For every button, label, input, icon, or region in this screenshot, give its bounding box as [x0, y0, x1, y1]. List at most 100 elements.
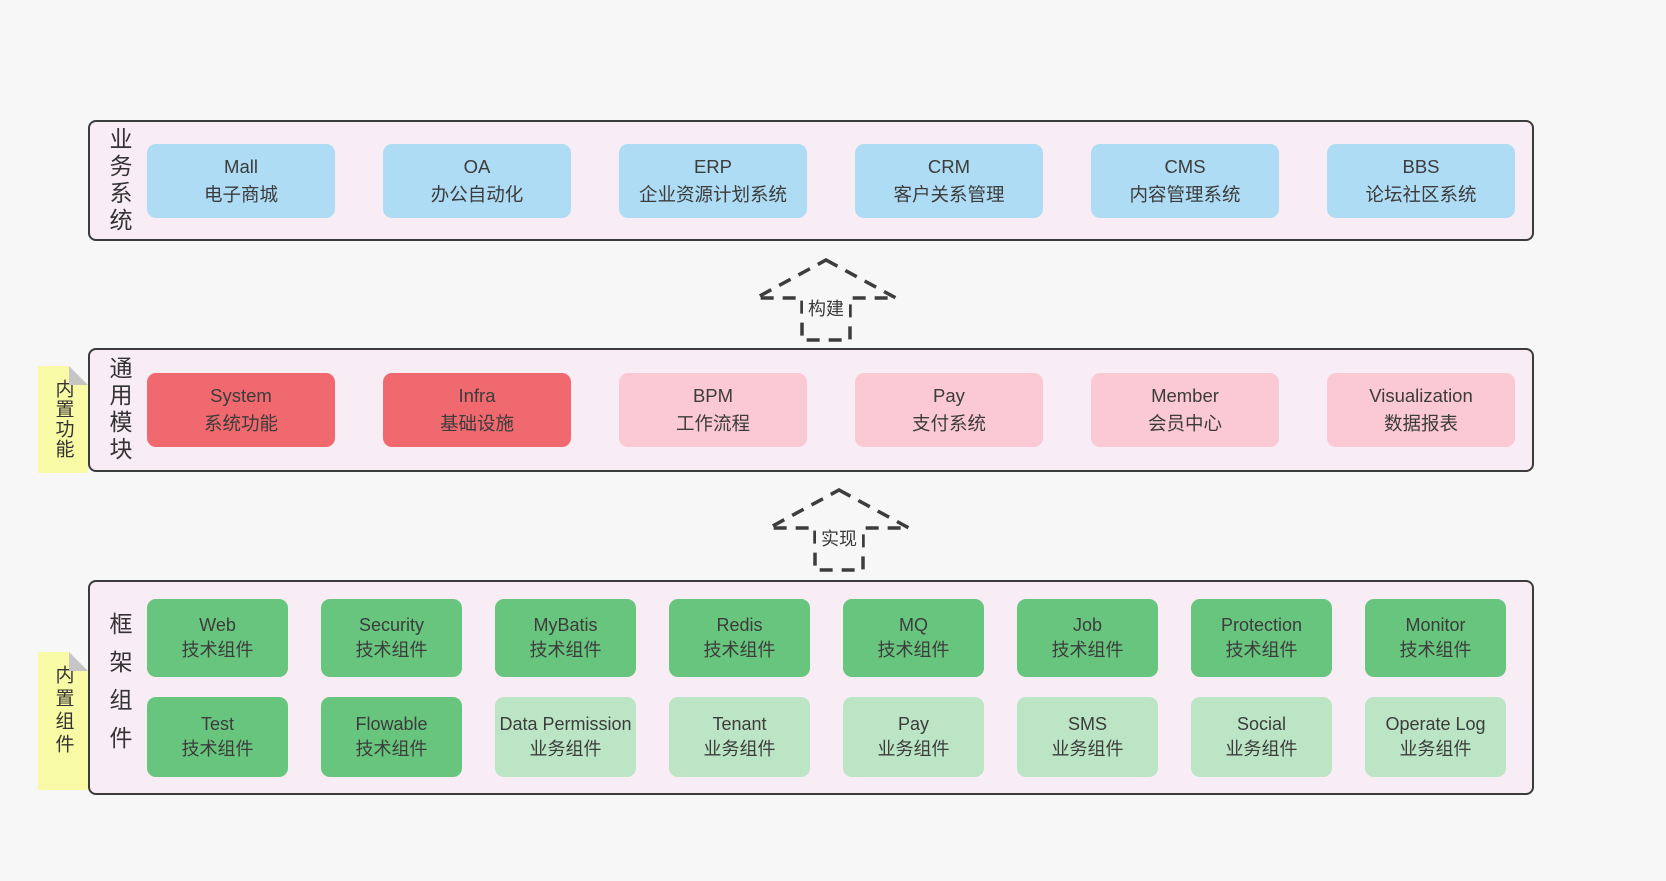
box-social: Social 业务组件 — [1191, 696, 1332, 777]
components-row-1: Web 技术组件 Security 技术组件 MyBatis 技术组件 Redi… — [147, 598, 1506, 677]
box-subtitle: 技术组件 — [1225, 639, 1298, 660]
modules-box-row: System 系统功能 Infra 基础设施 BPM 工作流程 Pay 支付系统… — [147, 373, 1515, 447]
sticky-tag-built-in-components: 内置组件 — [38, 652, 88, 790]
box-mall: Mall 电子商城 — [147, 143, 335, 218]
implement-arrow: 实现 — [766, 487, 912, 573]
box-subtitle: 技术组件 — [355, 738, 428, 759]
box-title: Test — [200, 713, 234, 734]
box-subtitle: 技术组件 — [1051, 639, 1124, 660]
dashed-up-arrow-icon — [768, 488, 910, 572]
box-erp: ERP 企业资源计划系统 — [619, 143, 807, 218]
box-subtitle: 支付系统 — [911, 413, 986, 434]
box-protection: Protection 技术组件 — [1191, 598, 1332, 677]
box-subtitle: 会员中心 — [1147, 413, 1222, 434]
box-title: Infra — [458, 385, 496, 407]
box-title: Mall — [224, 155, 258, 177]
layer-components-label: 框架组件 — [106, 611, 132, 764]
box-data-permission: Data Permission 业务组件 — [495, 696, 636, 777]
box-title: SMS — [1067, 713, 1107, 734]
box-subtitle: 业务组件 — [1051, 738, 1124, 759]
box-title: CRM — [927, 155, 971, 177]
box-subtitle: 技术组件 — [355, 639, 428, 660]
box-title: Redis — [716, 614, 763, 635]
box-pay-module: Pay 支付系统 — [855, 373, 1043, 447]
layer-framework-components: 框架组件 Web 技术组件 Security 技术组件 MyBatis 技术组件… — [88, 580, 1534, 795]
box-subtitle: 客户关系管理 — [893, 183, 1005, 205]
box-security: Security 技术组件 — [321, 598, 462, 677]
box-subtitle: 电子商城 — [203, 183, 278, 205]
layer-modules-label: 通用模块 — [106, 356, 132, 464]
box-flowable: Flowable 技术组件 — [321, 696, 462, 777]
sticky-tag-label: 内置功能 — [52, 379, 74, 459]
layer-business-systems: 业务系统 Mall 电子商城 OA 办公自动化 ERP 企业资源计划系统 CRM… — [88, 120, 1534, 241]
box-title: MyBatis — [533, 614, 598, 635]
box-visualization: Visualization 数据报表 — [1327, 373, 1515, 447]
box-test: Test 技术组件 — [147, 696, 288, 777]
box-bpm: BPM 工作流程 — [619, 373, 807, 447]
box-title: Data Permission — [499, 713, 632, 734]
dashed-up-arrow-icon — [755, 258, 897, 342]
box-crm: CRM 客户关系管理 — [855, 143, 1043, 218]
box-subtitle: 技术组件 — [703, 639, 776, 660]
box-tenant: Tenant 业务组件 — [669, 696, 810, 777]
box-member: Member 会员中心 — [1091, 373, 1279, 447]
box-oa: OA 办公自动化 — [383, 143, 571, 218]
box-cms: CMS 内容管理系统 — [1091, 143, 1279, 218]
box-subtitle: 内容管理系统 — [1129, 183, 1241, 205]
box-title: System — [210, 385, 272, 407]
box-title: Flowable — [355, 713, 428, 734]
components-rows: Web 技术组件 Security 技术组件 MyBatis 技术组件 Redi… — [147, 598, 1506, 777]
box-pay-component: Pay 业务组件 — [843, 696, 984, 777]
box-title: Member — [1151, 385, 1219, 407]
box-subtitle: 技术组件 — [877, 639, 950, 660]
box-title: Monitor — [1405, 614, 1466, 635]
box-title: BPM — [692, 385, 734, 407]
box-sms: SMS 业务组件 — [1017, 696, 1158, 777]
box-title: Operate Log — [1385, 713, 1486, 734]
components-row-2: Test 技术组件 Flowable 技术组件 Data Permission … — [147, 696, 1506, 777]
box-title: Security — [358, 614, 425, 635]
box-title: Web — [199, 614, 236, 635]
business-box-row: Mall 电子商城 OA 办公自动化 ERP 企业资源计划系统 CRM 客户关系… — [147, 143, 1515, 218]
box-subtitle: 业务组件 — [703, 738, 776, 759]
box-title: ERP — [693, 155, 733, 177]
box-infra: Infra 基础设施 — [383, 373, 571, 447]
layer-common-modules: 通用模块 System 系统功能 Infra 基础设施 BPM 工作流程 Pay… — [88, 348, 1534, 472]
box-title: Protection — [1220, 614, 1303, 635]
box-subtitle: 技术组件 — [1399, 639, 1472, 660]
box-subtitle: 技术组件 — [181, 639, 254, 660]
build-arrow: 构建 — [753, 257, 899, 343]
box-title: Visualization — [1369, 385, 1473, 407]
box-mybatis: MyBatis 技术组件 — [495, 598, 636, 677]
box-subtitle: 技术组件 — [181, 738, 254, 759]
box-subtitle: 业务组件 — [877, 738, 950, 759]
box-subtitle: 论坛社区系统 — [1365, 183, 1477, 205]
box-web: Web 技术组件 — [147, 598, 288, 677]
box-title: Social — [1236, 713, 1287, 734]
box-subtitle: 业务组件 — [529, 738, 602, 759]
box-title: Pay — [933, 385, 965, 407]
folded-corner-icon — [69, 366, 88, 385]
box-subtitle: 业务组件 — [1225, 738, 1298, 759]
box-system: System 系统功能 — [147, 373, 335, 447]
box-subtitle: 系统功能 — [203, 413, 278, 434]
box-title: OA — [463, 155, 491, 177]
box-title: BBS — [1402, 155, 1440, 177]
box-subtitle: 技术组件 — [529, 639, 602, 660]
box-subtitle: 企业资源计划系统 — [638, 183, 787, 205]
box-job: Job 技术组件 — [1017, 598, 1158, 677]
box-monitor: Monitor 技术组件 — [1365, 598, 1506, 677]
box-title: CMS — [1164, 155, 1206, 177]
box-bbs: BBS 论坛社区系统 — [1327, 143, 1515, 218]
box-subtitle: 基础设施 — [439, 413, 514, 434]
box-title: Job — [1072, 614, 1103, 635]
box-subtitle: 办公自动化 — [430, 183, 524, 205]
folded-corner-icon — [69, 652, 88, 671]
build-arrow-label: 构建 — [803, 294, 849, 322]
box-subtitle: 数据报表 — [1383, 413, 1458, 434]
implement-arrow-label: 实现 — [816, 524, 862, 552]
box-title: MQ — [899, 614, 928, 635]
box-redis: Redis 技术组件 — [669, 598, 810, 677]
layer-business-label: 业务系统 — [106, 126, 132, 235]
sticky-tag-built-in-features: 内置功能 — [38, 366, 88, 473]
